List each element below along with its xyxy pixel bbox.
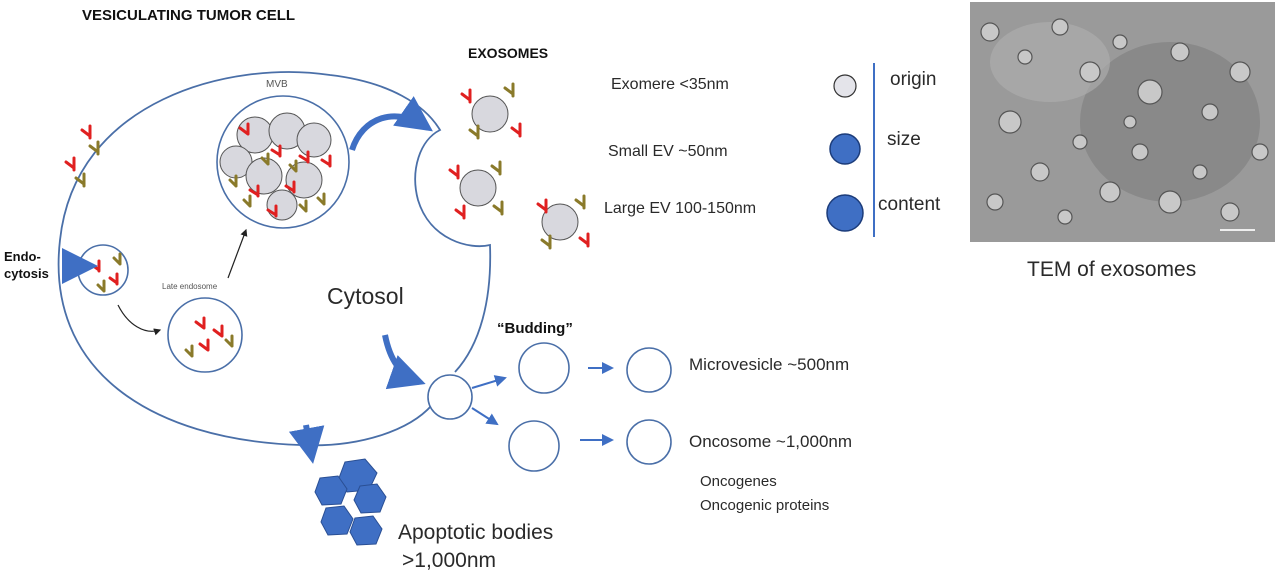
exosome-cluster [459,95,579,241]
tem-micrograph [970,2,1275,242]
exosome [459,169,497,207]
exosome-receptors [448,82,590,250]
legend-small-ev-swatch [829,133,861,165]
microvesicle-label: Microvesicle ~500nm [689,355,850,374]
apoptotic-label-2: >1,000nm [402,549,496,572]
endocytosis-label-1: Endo- [4,249,41,264]
late-endosome [167,297,243,373]
diagram-title: VESICULATING TUMOR CELL [82,7,296,24]
legend-large-ev-label: Large EV 100-150nm [604,200,757,217]
budding-label: “Budding” [497,320,573,337]
cell-membrane [57,71,492,446]
bud-arrow-up [471,375,507,389]
oncosome-label: Oncosome ~1,000nm [689,432,853,451]
budding-curved-arrow [382,334,426,390]
endocytosis-label-2: cytosis [4,266,49,281]
legend-exomere-label: Exomere <35nm [611,76,729,93]
microvesicle [626,347,672,393]
late-endosome-label: Late endosome [162,282,218,291]
maturation-arrow [227,228,248,279]
legend-size: size [887,129,921,150]
late-endosome-receptors [184,316,234,358]
mvb-label: MVB [266,79,288,90]
release-arrow [349,96,433,152]
cytosol-label: Cytosol [327,283,404,309]
oncogenes-label: Oncogenes [700,473,777,490]
apoptosis-arrow [288,424,325,464]
mvb-vesicles [219,112,332,221]
apoptotic-bodies [314,458,387,546]
microvesicle-bud [518,342,570,394]
legend-content: content [878,194,941,215]
trafficking-arrow [117,304,162,336]
legend-small-ev-label: Small EV ~50nm [608,143,728,160]
legend-large-ev-swatch [826,194,864,232]
bud-arrow-down [471,407,499,426]
budding-vesicle [427,374,473,420]
surface-receptors [64,124,100,188]
tem-texture [970,2,1275,242]
legend-origin: origin [890,69,937,90]
exosome [541,203,579,241]
oncogenic-proteins-label: Oncogenic proteins [700,497,830,514]
oncosome-bud [508,420,560,472]
mvb-receptors [228,122,332,218]
exosome [471,95,509,133]
exosomes-heading: EXOSOMES [468,45,549,61]
legend-exomere-swatch [833,74,857,98]
apoptotic-label-1: Apoptotic bodies [398,521,554,544]
oncosome [626,419,672,465]
tem-caption: TEM of exosomes [1027,258,1197,281]
